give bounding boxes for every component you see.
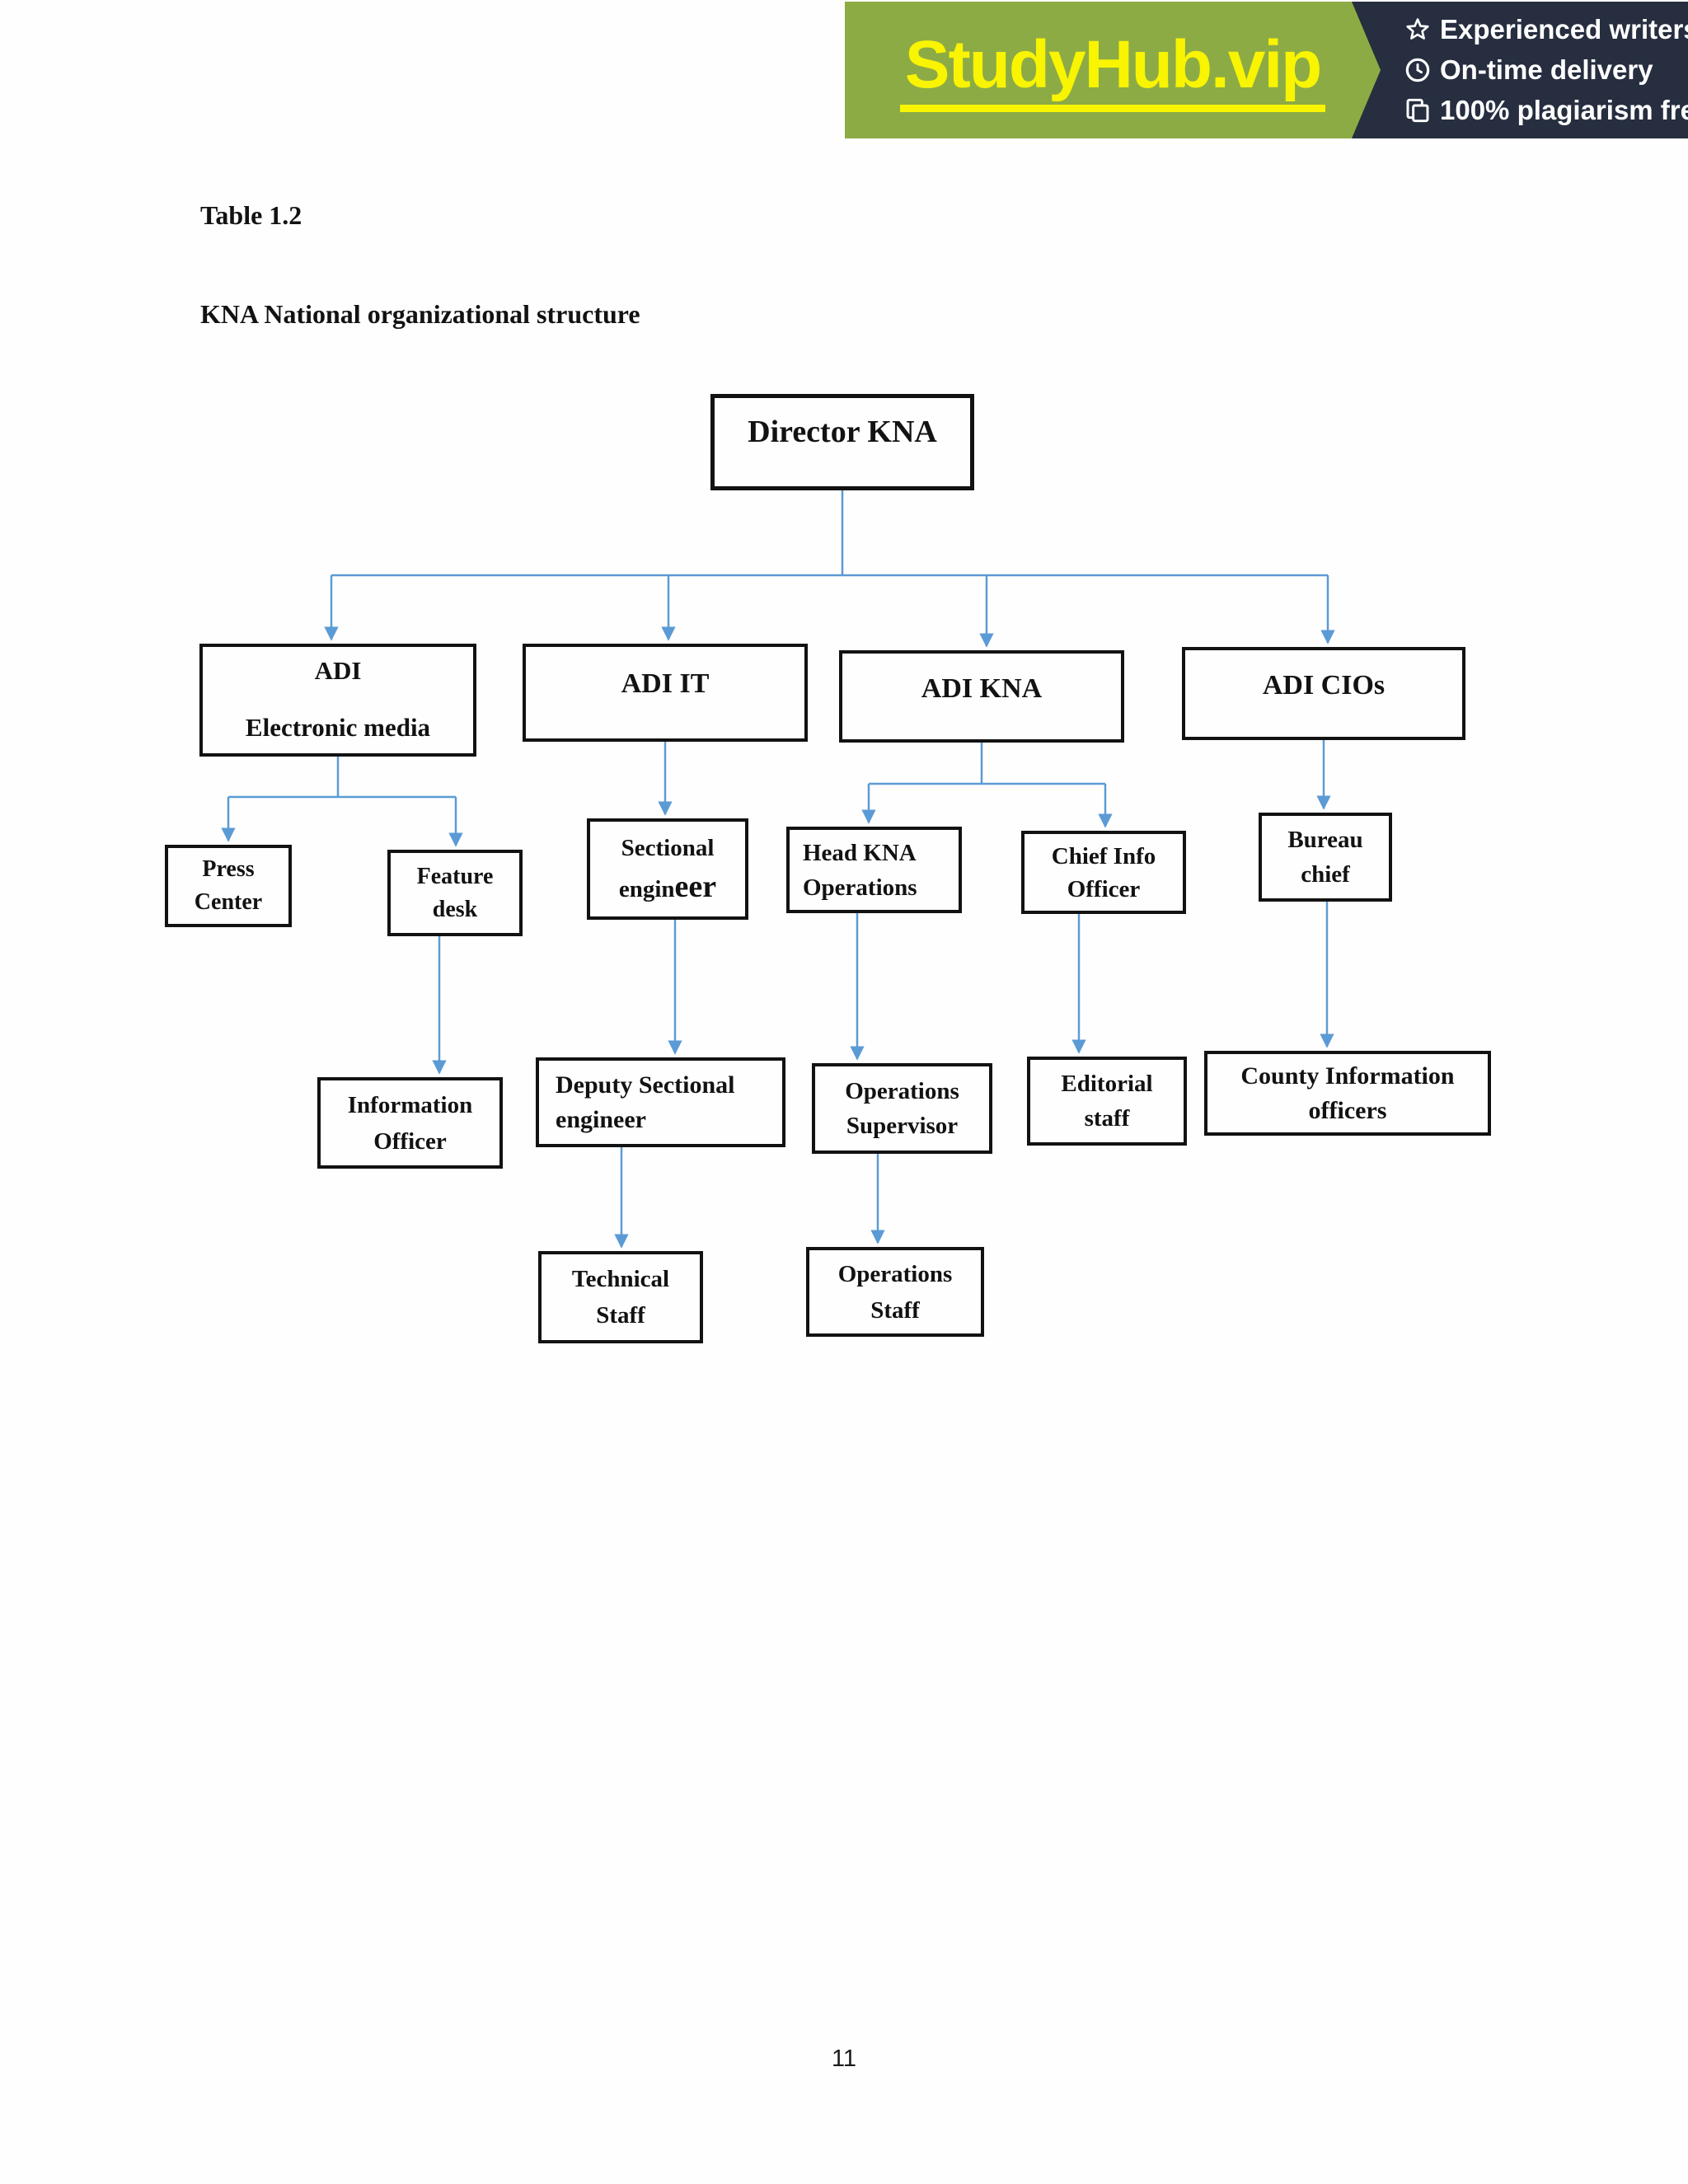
- node-operations-staff: Operations Staff: [806, 1247, 984, 1337]
- connector-adi-em-branch: [221, 757, 463, 847]
- node-label: Officer: [373, 1127, 447, 1155]
- node-adi-it: ADI IT: [523, 644, 808, 742]
- banner-feature-delivery: On-time delivery: [1404, 54, 1688, 86]
- page-number: 11: [831, 2046, 857, 2072]
- node-sectional-engineer: Sectional engineer: [587, 818, 748, 920]
- node-label: Staff: [596, 1302, 645, 1329]
- node-label: engineer: [618, 869, 717, 904]
- table-label: Table 1.2: [200, 200, 302, 230]
- node-label: Operations: [845, 1078, 959, 1104]
- node-label: Press: [202, 856, 255, 882]
- node-label: Supervisor: [846, 1113, 959, 1139]
- node-label: Center: [194, 889, 263, 915]
- node-label: Information: [347, 1091, 473, 1118]
- connector-single-arrows: [432, 740, 1334, 1249]
- node-editorial-staff: Editorial staff: [1027, 1057, 1187, 1146]
- node-label: chief: [1301, 861, 1350, 888]
- node-bureau-chief: Bureau chief: [1259, 813, 1392, 902]
- node-adi-kna: ADI KNA: [839, 650, 1124, 743]
- node-technical-staff: Technical Staff: [538, 1251, 703, 1343]
- node-label: Feature: [416, 863, 494, 889]
- banner-brand-panel: StudyHub.vip: [845, 2, 1381, 138]
- banner-feature-plagiarism: 100% plagiarism free: [1404, 95, 1688, 126]
- clock-icon: [1404, 56, 1432, 84]
- node-label: Officer: [1067, 875, 1141, 902]
- node-label: ADI CIOs: [1262, 670, 1386, 701]
- node-label: Staff: [870, 1296, 920, 1324]
- node-chief-info-officer: Chief Info Officer: [1021, 831, 1186, 914]
- node-label: staff: [1084, 1105, 1130, 1132]
- node-press-center: Press Center: [165, 845, 292, 927]
- node-feature-desk: Feature desk: [387, 850, 523, 936]
- node-label: County Information: [1240, 1062, 1455, 1090]
- star-icon: [1404, 16, 1432, 44]
- node-label: desk: [432, 896, 478, 922]
- banner-feature-label: 100% plagiarism free: [1440, 94, 1688, 125]
- node-label: Chief Info: [1051, 842, 1156, 869]
- node-label: ADI IT: [621, 668, 710, 699]
- node-information-officer: Information Officer: [317, 1077, 503, 1169]
- studyhub-banner: Experienced writers On-time delivery 100…: [845, 2, 1688, 138]
- connector-adi-kna-branch: [861, 743, 1113, 828]
- node-head-kna-operations: Head KNA Operations: [786, 827, 962, 913]
- node-label: engineer: [556, 1105, 646, 1133]
- node-label: Editorial: [1061, 1071, 1153, 1097]
- banner-feature-writers: Experienced writers: [1404, 14, 1688, 45]
- node-label: Technical: [571, 1266, 670, 1292]
- banner-feature-label: Experienced writers: [1440, 14, 1688, 45]
- node-label: Deputy Sectional: [556, 1071, 735, 1099]
- connector-director-row: [324, 490, 1335, 648]
- node-label: officers: [1308, 1096, 1387, 1124]
- node-label: ADI KNA: [921, 673, 1043, 704]
- node-label: Operations: [837, 1260, 953, 1287]
- node-county-information-officers: County Information officers: [1204, 1051, 1491, 1136]
- page-title: KNA National organizational structure: [200, 299, 640, 329]
- banner-feature-label: On-time delivery: [1440, 54, 1653, 85]
- node-adi-cios: ADI CIOs: [1182, 647, 1465, 740]
- node-label: Bureau: [1287, 827, 1363, 853]
- node-label: Head KNA: [803, 839, 917, 866]
- banner-brand-text: StudyHub.vip: [899, 28, 1326, 112]
- node-deputy-sectional-engineer: Deputy Sectional engineer: [536, 1057, 785, 1147]
- node-operations-supervisor: Operations Supervisor: [812, 1063, 992, 1154]
- node-label: Electronic media: [245, 713, 431, 742]
- node-label: ADI: [314, 656, 362, 685]
- banner-features-panel: Experienced writers On-time delivery 100…: [1306, 2, 1688, 138]
- node-label: Sectional: [621, 835, 715, 861]
- node-adi-electronic-media: ADI Electronic media: [199, 644, 476, 757]
- node-label: Director KNA: [748, 415, 937, 449]
- copy-icon: [1404, 96, 1432, 124]
- node-director-kna: Director KNA: [710, 394, 974, 490]
- node-label: Operations: [803, 874, 917, 901]
